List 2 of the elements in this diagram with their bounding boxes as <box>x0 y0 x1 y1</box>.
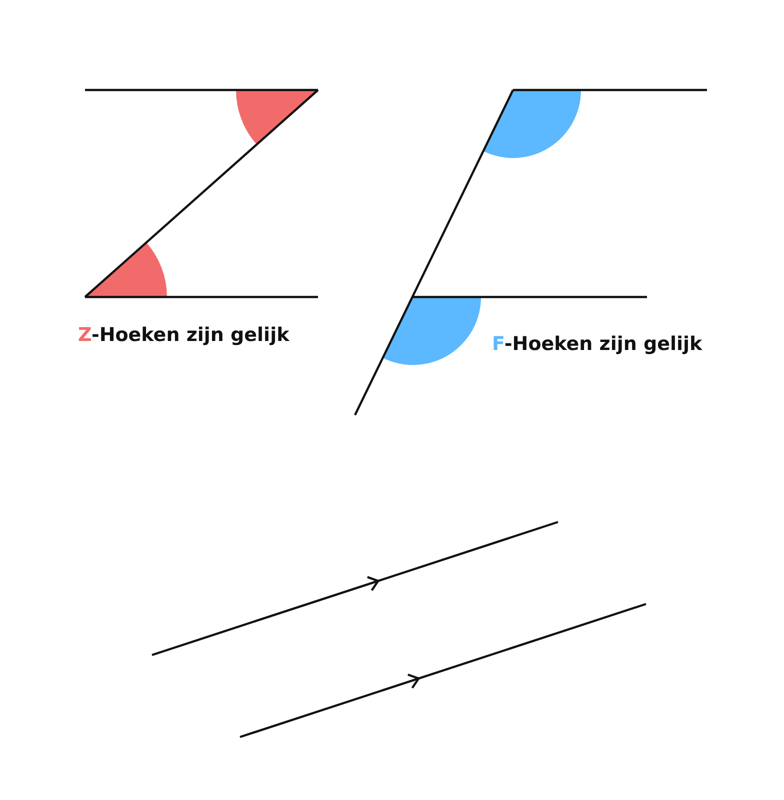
angle-rule-text: Z-Hoeken zijn gelijk <box>78 324 290 346</box>
angle-rule-text: F-Hoeken zijn gelijk <box>492 333 702 355</box>
